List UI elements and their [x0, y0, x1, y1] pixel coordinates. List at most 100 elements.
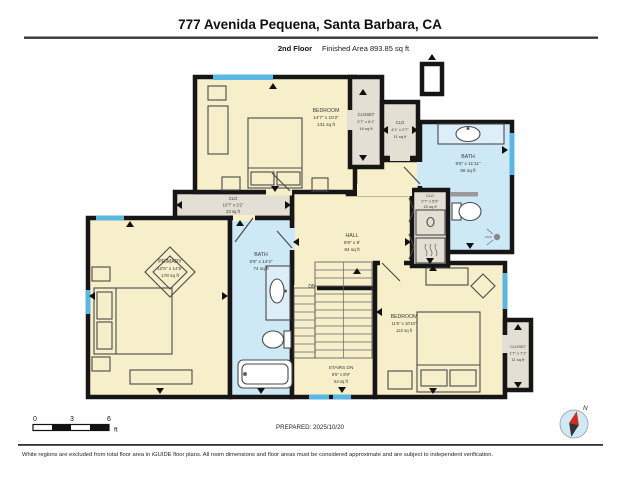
- room-area: 122 sq ft: [396, 328, 413, 333]
- prepared-date: PREPARED: 2025/10/20: [276, 424, 345, 431]
- nightstand-icon: [207, 85, 227, 101]
- scale-tick-3: 3: [70, 416, 74, 423]
- toilet-icon: [261, 330, 292, 349]
- header-rule: [24, 36, 598, 39]
- doors: [233, 110, 508, 353]
- window-icon: [213, 74, 273, 80]
- room-dims: 8'5" x 11'11": [455, 161, 480, 166]
- faucet-icon: [284, 289, 287, 293]
- bath-right-fixtures: [437, 123, 505, 246]
- room-label: BEDROOM: [391, 314, 418, 320]
- room-area: 178 sq ft: [161, 273, 180, 278]
- room-area: 74 sq ft: [253, 266, 269, 271]
- stairs-icon: [293, 261, 373, 359]
- room-dims: 14'7" x 10'2": [313, 115, 339, 120]
- window-icon: [309, 394, 329, 400]
- nightstand-icon: [91, 266, 111, 282]
- room-label: PRIMARY: [158, 259, 182, 265]
- primary-furniture: [91, 246, 196, 385]
- sink-icon: [269, 278, 285, 304]
- room-area: 11 sq ft: [512, 357, 526, 362]
- room-label: BATH: [254, 252, 268, 258]
- appliance-icon: [415, 209, 446, 236]
- dresser-icon: [425, 267, 469, 286]
- utility-closet-fixtures: [408, 197, 446, 264]
- bath-left-fixtures: [237, 265, 293, 389]
- room-area: 16 sq ft: [359, 126, 373, 131]
- room-label: CLO: [396, 120, 405, 125]
- footer: 0 3 6 ft PREPARED: 2025/10/20 N White re…: [18, 405, 603, 458]
- room-area: 66 sq ft: [460, 168, 476, 173]
- compass-icon: N: [559, 405, 589, 439]
- footer-rule: [18, 444, 603, 446]
- room-label: CLOSET: [510, 344, 527, 349]
- room-dims: 5'5" x 14'4": [249, 259, 272, 264]
- room-labels: BEDROOM 14'7" x 10'2" 131 sq ft CLOSET 2…: [157, 108, 527, 384]
- room-area: 23 sq ft: [226, 209, 241, 214]
- door-leaf-icon: [276, 230, 293, 249]
- room-label: HALL: [346, 233, 359, 239]
- windows: [85, 74, 515, 400]
- disclaimer: White regions are excluded from total fl…: [22, 452, 493, 458]
- bifold-door-icon: [408, 197, 415, 260]
- room-closet-bottom: [502, 317, 534, 393]
- room-area: 54 sq ft: [334, 379, 349, 384]
- room-bedroom-top: [192, 74, 358, 195]
- window-icon: [96, 215, 124, 221]
- compass-n-label: N: [583, 405, 588, 412]
- door-leaf-icon: [271, 172, 291, 192]
- door-leaf-icon: [381, 262, 401, 282]
- water-drop-icon: [426, 216, 435, 228]
- window-icon: [509, 133, 515, 175]
- scale-tick-0: 0: [33, 416, 37, 423]
- window-icon: [502, 273, 508, 309]
- window-icon: [85, 290, 91, 314]
- bench-icon: [311, 177, 329, 192]
- passage-hall-corridor: [357, 184, 412, 196]
- room-dims: 2'7" x 6'1": [357, 119, 375, 124]
- floor-plan-rooms: [85, 61, 534, 400]
- dresser-icon: [129, 369, 193, 385]
- room-area: 84 sq ft: [344, 247, 360, 252]
- room-dims: 4'1" x 2'7": [391, 127, 409, 132]
- room-label: CLO: [426, 193, 434, 198]
- room-label: BATH: [461, 154, 475, 160]
- bedroom-bottom-furniture: [387, 267, 496, 393]
- scale-tick-6: 6: [107, 416, 111, 423]
- room-dims: 12'5" x 14'5": [157, 266, 183, 271]
- room-closet-utility: [409, 187, 451, 269]
- room-dims: 9'8" x 8': [344, 240, 360, 245]
- scale-bar-icon: [32, 423, 110, 432]
- room-area: 131 sq ft: [317, 122, 336, 127]
- room-dims: 11'6" x 10'10": [392, 321, 417, 326]
- dresser-icon: [207, 105, 229, 155]
- room-label: CLOSET: [358, 112, 375, 117]
- bed-icon: [416, 311, 481, 393]
- room-area: 15 sq ft: [423, 204, 437, 209]
- room-dims: 2'7" x 5'9": [421, 199, 439, 204]
- sink-icon: [455, 125, 481, 143]
- room-label: BEDROOM: [313, 108, 340, 114]
- room-dims: 6'5" x 8'9": [332, 372, 351, 377]
- scale-unit: ft: [114, 427, 118, 434]
- window-icon: [333, 394, 351, 400]
- room-dims: 10'7" x 2'2": [223, 203, 244, 208]
- finished-area-label: Finished Area 893.85 sq ft: [322, 44, 410, 53]
- side-table-icon: [470, 273, 496, 299]
- shower-head-icon: [485, 228, 501, 246]
- towel-bar-icon: [450, 192, 478, 197]
- passage-hall-stairs: [294, 285, 317, 294]
- dn-label: DN: [308, 284, 316, 290]
- room-bedroom-bottom: [372, 260, 508, 400]
- room-label: CLO: [229, 196, 238, 201]
- faucet-icon: [466, 127, 470, 130]
- bench-icon: [221, 176, 241, 191]
- toilet-icon: [451, 201, 482, 222]
- page-title: 777 Avenida Pequena, Santa Barbara, CA: [178, 17, 442, 32]
- flue-box: [419, 61, 445, 97]
- floor-label: 2nd Floor: [278, 44, 312, 53]
- nightstand-icon: [91, 356, 111, 372]
- bed-icon: [93, 287, 173, 355]
